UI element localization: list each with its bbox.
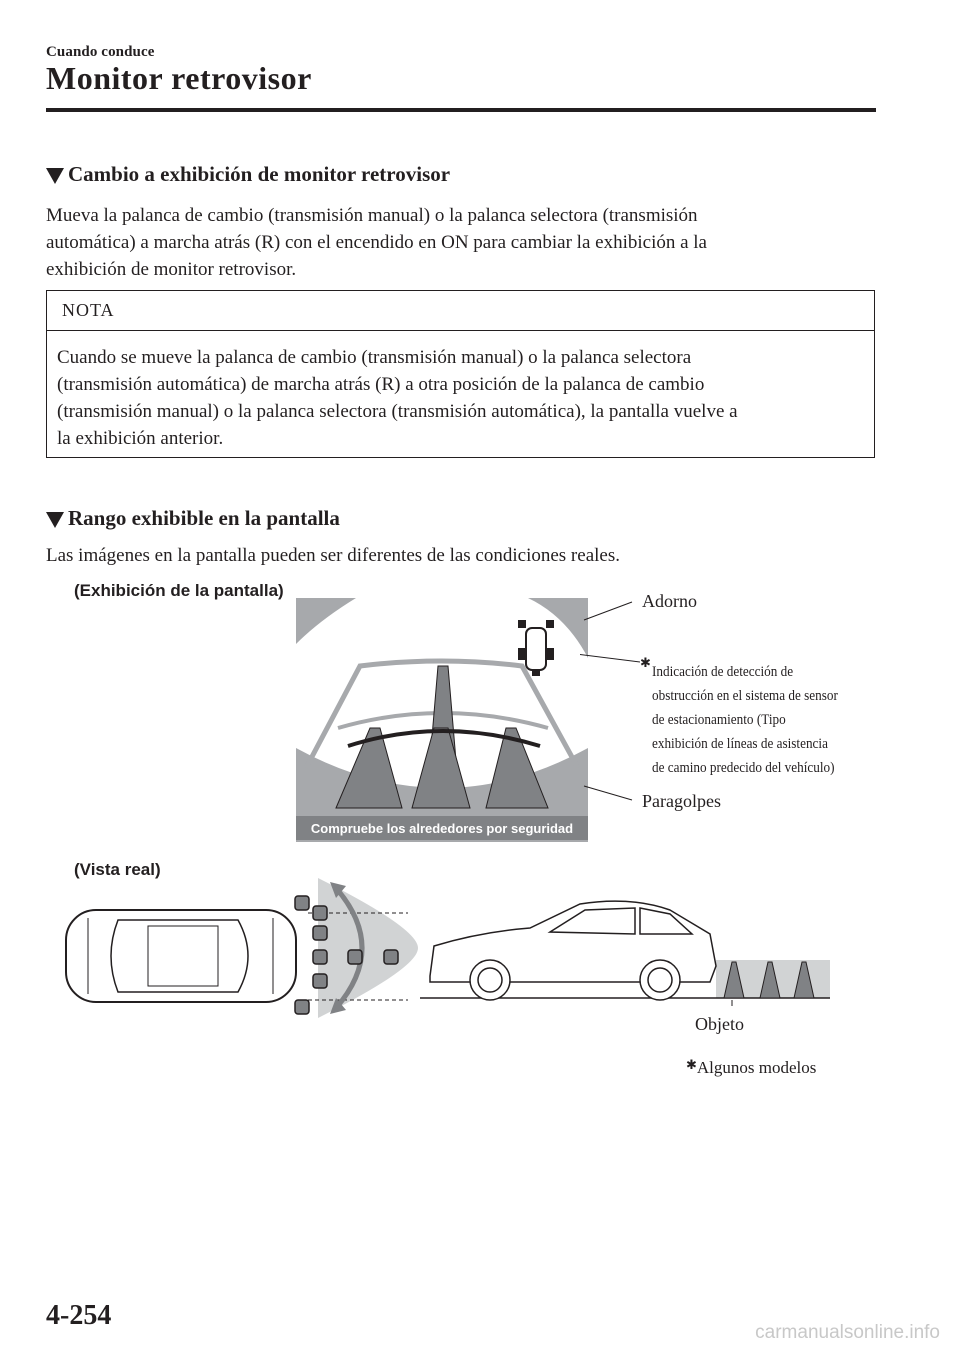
note-line: la exhibición anterior. — [57, 428, 224, 449]
note-text: Cuando se mueve la palanca de cambio (tr… — [57, 344, 867, 452]
callout-bumper: Paragolpes — [642, 791, 721, 811]
arrowhead-top — [330, 882, 346, 898]
guide-line-far — [359, 659, 523, 668]
note-label: NOTA — [62, 300, 115, 320]
footnote: ✱Algunos modelos — [686, 1058, 816, 1078]
sensor-indicator-icon — [518, 620, 554, 676]
display-banner-text: Compruebe los alrededores por seguridad — [311, 821, 573, 836]
section-heading-display-range: Rango exhibible en la pantalla — [46, 506, 340, 531]
object-cones — [723, 961, 815, 999]
section-paragraph: Las imágenes en la pantalla pueden ser d… — [46, 545, 620, 566]
paragraph-line: automática) a marcha atrás (R) con el en… — [46, 232, 707, 253]
section-heading-text: Cambio a exhibición de monitor retroviso… — [68, 162, 451, 186]
paragraph-line: exhibición de monitor retrovisor. — [46, 259, 297, 280]
callout-line: de estacionamiento (Tipo — [652, 712, 786, 728]
display-banner-bg — [296, 816, 588, 840]
leader-indicator — [580, 653, 640, 663]
callout-leaders — [580, 601, 640, 801]
cone-left — [335, 727, 403, 809]
callout-object: Objeto — [695, 1014, 744, 1034]
callout-indicator: ✱ Indicación de detección de obstrucción… — [640, 656, 863, 780]
range-arc-arrow — [334, 886, 365, 1010]
display-corner-right — [528, 598, 588, 658]
section-paragraph: Mueva la palanca de cambio (transmisión … — [46, 202, 866, 283]
car-side-view — [429, 900, 717, 1001]
watermark: carmanualsonline.info — [755, 1322, 940, 1343]
top-view-illustration — [65, 878, 418, 1018]
side-view-illustration — [420, 900, 830, 1006]
car-top-view — [65, 909, 297, 1003]
note-header: NOTA — [47, 291, 874, 331]
note-line: (transmisión manual) o la palanca select… — [57, 401, 738, 422]
triangle-bullet-icon — [46, 167, 64, 184]
section-heading-rear-view-display: Cambio a exhibición de monitor retroviso… — [46, 162, 450, 187]
monitor-display-illustration: Compruebe los alrededores por seguridad — [296, 598, 588, 842]
callout-trim: Adorno — [642, 591, 697, 611]
page-number: 4-254 — [46, 1300, 112, 1331]
page-title: Monitor retrovisor — [46, 60, 312, 96]
title-rule — [46, 108, 876, 112]
asterisk-icon: ✱ — [686, 1058, 697, 1073]
parking-sensors — [294, 895, 399, 1015]
cone-center — [411, 727, 471, 809]
callout-line: exhibición de líneas de asistencia — [652, 736, 828, 752]
section-kicker: Cuando conduce — [46, 44, 155, 60]
callout-line: de camino predecido del vehículo) — [652, 760, 835, 776]
figure-caption-display: (Exhibición de la pantalla) — [74, 581, 284, 600]
cone-right — [485, 727, 549, 809]
display-corner-left — [296, 598, 356, 644]
asterisk-icon: ✱ — [640, 656, 651, 671]
note-box: NOTA Cuando se mueve la palanca de cambi… — [46, 290, 875, 458]
callout-indicator-text: Indicación de detección de obstrucción e… — [652, 660, 838, 780]
figure-caption-real-view: (Vista real) — [74, 860, 161, 879]
triangle-bullet-icon — [46, 511, 64, 528]
section-heading-text: Rango exhibible en la pantalla — [68, 506, 340, 530]
footnote-text: Algunos modelos — [696, 1058, 817, 1077]
callout-line: Indicación de detección de — [652, 664, 794, 680]
paragraph-line: Mueva la palanca de cambio (transmisión … — [46, 205, 698, 226]
predicted-path-line — [347, 729, 541, 748]
leader-bumper — [583, 785, 633, 801]
callout-line: obstrucción en el sistema de sensor — [652, 688, 838, 704]
note-line: (transmisión automática) de marcha atrás… — [57, 374, 705, 395]
arrowhead-bottom — [330, 998, 346, 1014]
leader-trim — [583, 601, 633, 621]
note-line: Cuando se mueve la palanca de cambio (tr… — [57, 347, 692, 368]
sensor-coverage-area — [318, 878, 418, 1018]
